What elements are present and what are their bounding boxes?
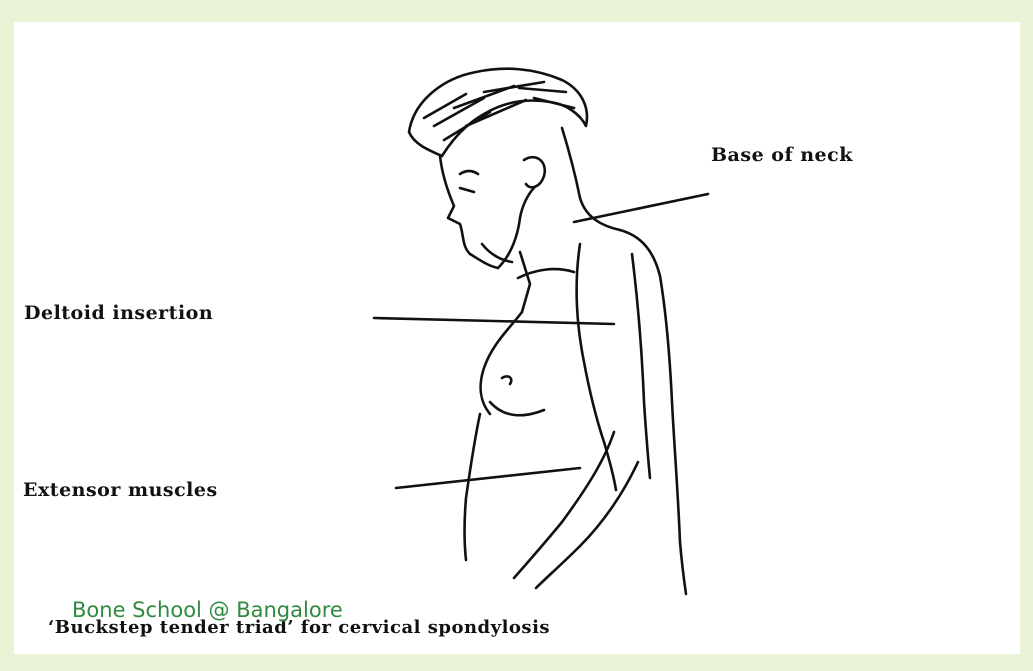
- forearm: [514, 432, 614, 578]
- figure-panel: Base of neck Deltoid insertion Extensor …: [14, 22, 1020, 654]
- eye: [460, 171, 478, 192]
- shoulder-back: [620, 230, 686, 594]
- leader-base-of-neck: [574, 194, 708, 222]
- chest-line: [481, 312, 522, 414]
- arm-back: [632, 254, 650, 478]
- leader-extensor: [396, 468, 580, 488]
- label-base-of-neck: Base of neck: [711, 144, 853, 166]
- figure-illustration: [14, 22, 1020, 654]
- forearm-inner: [536, 462, 638, 588]
- label-deltoid-insertion: Deltoid insertion: [24, 302, 213, 324]
- jaw-line: [498, 188, 534, 268]
- nipple: [502, 376, 511, 384]
- label-extensor-muscles: Extensor muscles: [23, 479, 218, 501]
- pectoral: [490, 402, 544, 415]
- ear: [524, 157, 545, 187]
- arm-front: [577, 244, 616, 490]
- watermark-text: Bone School @ Bangalore: [72, 598, 343, 622]
- torso-front: [465, 414, 481, 560]
- hair-strands: [424, 82, 574, 140]
- neck-front: [482, 244, 530, 312]
